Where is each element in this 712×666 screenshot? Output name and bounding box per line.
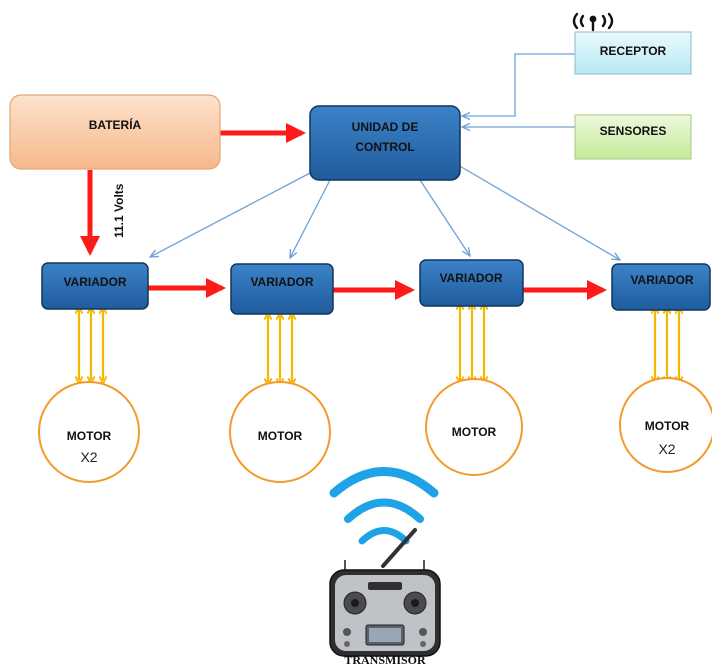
node-bateria: BATERÍA <box>9 94 221 170</box>
signal-unidad-to-variador4 <box>457 164 620 260</box>
motor-link-2 <box>268 316 292 382</box>
motor-2-label: MOTOR <box>258 429 303 443</box>
transmisor-label: TRANSMISOR <box>344 653 426 666</box>
node-unidad-de-control: UNIDAD DE CONTROL <box>309 105 461 181</box>
node-variador-1: VARIADOR <box>41 262 149 310</box>
motor-4-label: MOTOR <box>645 419 690 433</box>
variador-3-label: VARIADOR <box>439 271 502 285</box>
bateria-label: BATERÍA <box>89 117 142 132</box>
motor-3-label: MOTOR <box>452 425 497 439</box>
motor-links <box>79 306 679 382</box>
motor-link-4 <box>655 310 679 380</box>
motor-4-multiplier: X2 <box>658 441 675 457</box>
node-receptor: RECEPTOR <box>574 31 692 75</box>
motor-1-multiplier: X2 <box>80 449 97 465</box>
variador-4-label: VARIADOR <box>630 273 693 287</box>
unidad-label-line2: CONTROL <box>355 140 414 154</box>
signal-unidad-to-variador1 <box>150 171 313 257</box>
variador-2-label: VARIADOR <box>250 275 313 289</box>
node-motor-3: MOTOR <box>425 378 523 476</box>
antenna-icon <box>572 12 614 32</box>
transmitter-icon <box>329 528 441 657</box>
wifi-icon <box>329 467 439 545</box>
voltage-label: 11.1 Volts <box>112 183 126 238</box>
receptor-label: RECEPTOR <box>600 44 667 58</box>
variador-1-label: VARIADOR <box>63 275 126 289</box>
signal-unidad-to-variador3 <box>419 179 470 256</box>
signal-receptor-to-unidad <box>462 53 575 116</box>
power-lines <box>80 123 607 300</box>
node-variador-4: VARIADOR <box>611 263 711 311</box>
unidad-label-line1: UNIDAD DE <box>352 120 419 134</box>
node-variador-2: VARIADOR <box>230 263 334 315</box>
motor-1-label: MOTOR <box>67 429 112 443</box>
signal-unidad-to-variador2 <box>290 179 331 258</box>
node-motor-4: MOTOR X2 <box>619 377 712 473</box>
node-motor-1: MOTOR X2 <box>38 381 140 483</box>
node-motor-2: MOTOR <box>229 381 331 483</box>
motor-link-3 <box>460 306 484 380</box>
node-sensores: SENSORES <box>574 114 692 160</box>
motor-link-1 <box>79 310 103 380</box>
signal-lines <box>150 53 620 260</box>
sensores-label: SENSORES <box>600 124 667 138</box>
node-variador-3: VARIADOR <box>419 259 524 307</box>
